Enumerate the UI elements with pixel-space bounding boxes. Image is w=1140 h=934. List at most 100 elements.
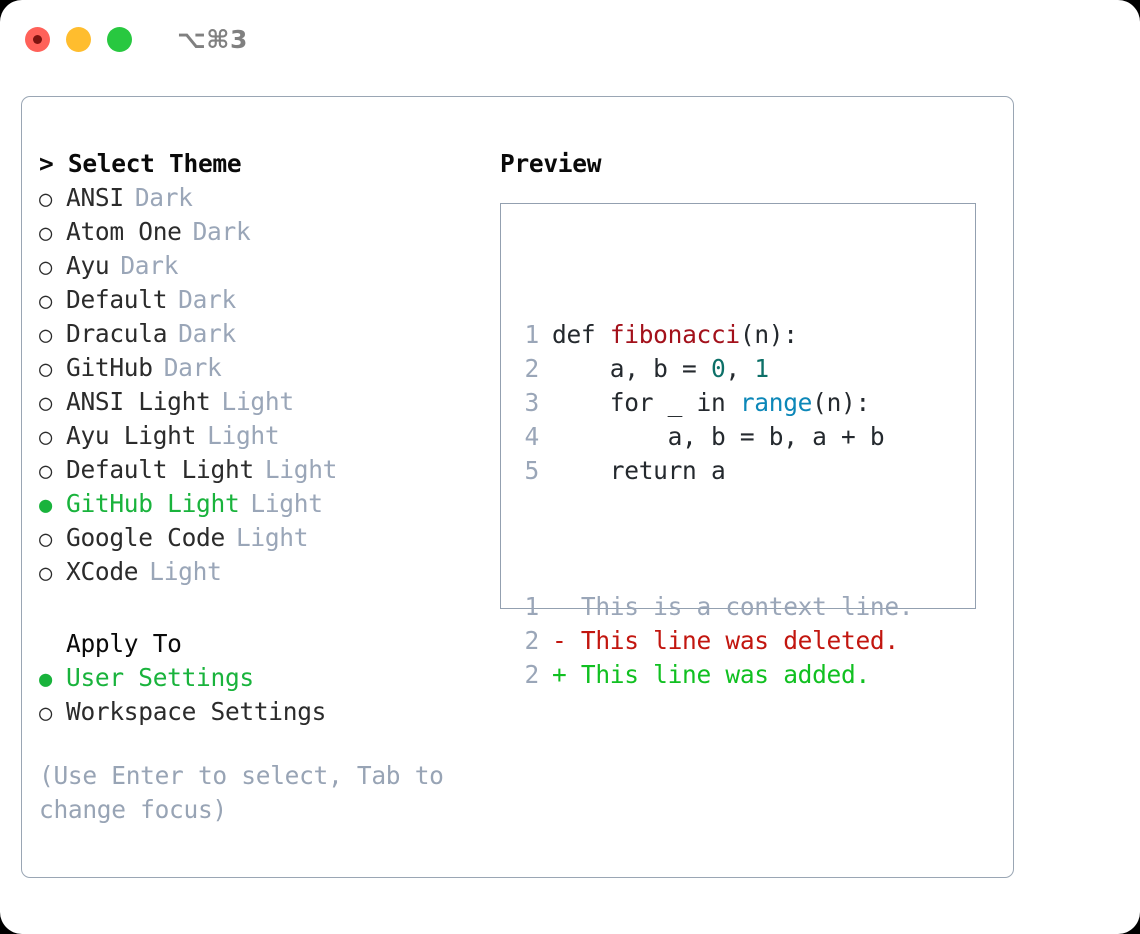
code-token: a, b = (552, 354, 711, 383)
diff-line-content: - This line was deleted. (552, 626, 899, 655)
theme-kind-label: Dark (134, 183, 193, 212)
code-token: def (552, 320, 610, 349)
radio-unselected-icon: ○ (39, 459, 52, 484)
diff-line-content: This is a context line. (552, 592, 914, 621)
apply-to-label: User Settings (66, 663, 254, 692)
code-line: 5 return a (515, 454, 913, 488)
line-number: 5 (524, 456, 540, 485)
theme-kind-label: Light (207, 421, 280, 450)
radio-unselected-icon: ○ (39, 527, 52, 552)
code-token: return a (552, 456, 726, 485)
close-window-icon[interactable] (25, 26, 50, 52)
diff-line: 2 + This line was added. (515, 658, 913, 692)
theme-name-label: ANSI Light (66, 387, 211, 416)
code-token: , (725, 354, 755, 383)
code-token: range (739, 388, 813, 417)
code-token: fibonacci (609, 320, 740, 349)
theme-kind-label: Dark (178, 319, 236, 348)
theme-kind-label: Dark (163, 353, 222, 382)
radio-unselected-icon: ○ (39, 221, 52, 246)
diff-line-content: + This line was added. (552, 660, 870, 689)
theme-name-label: Dracula (66, 319, 168, 348)
code-line: 2 a, b = 0, 1 (515, 352, 913, 386)
theme-name-label: XCode (66, 557, 139, 586)
line-number: 1 (524, 592, 540, 621)
apply-to-list[interactable]: ● User Settings ○Workspace Settings (39, 661, 489, 729)
theme-name-label: Google Code (66, 523, 225, 552)
line-number: 3 (524, 388, 540, 417)
code-line-content: a, b = 0, 1 (552, 352, 769, 386)
diff-line: 2 - This line was deleted. (515, 624, 913, 658)
theme-name-label: GitHub Light (66, 489, 240, 518)
code-line-content: return a (552, 454, 726, 488)
line-number: 2 (524, 626, 540, 655)
theme-kind-label: Light (264, 455, 338, 484)
code-token: 0 (710, 354, 726, 383)
theme-list-item[interactable]: ○ Atom One Dark (39, 215, 489, 249)
theme-name-label: Default (66, 285, 168, 314)
radio-unselected-icon: ○ (39, 391, 52, 416)
theme-list-item[interactable]: ○ ANSI Dark (39, 181, 489, 215)
radio-unselected-icon: ○ (39, 289, 52, 314)
window-controls (25, 26, 132, 52)
radio-unselected-icon: ○ (39, 425, 52, 450)
line-number: 1 (524, 320, 540, 349)
maximize-window-icon[interactable] (107, 26, 132, 52)
code-line-content: a, b = b, a + b (552, 420, 885, 454)
theme-kind-label: Light (235, 523, 309, 552)
code-line-content: for _ in range(n): (552, 386, 870, 420)
select-theme-header: > Select Theme (39, 149, 242, 178)
theme-list-item[interactable]: ○ Ayu Light Light (39, 419, 489, 453)
theme-name-label: Ayu (66, 251, 110, 280)
radio-unselected-icon: ○ (39, 357, 52, 382)
theme-list-item[interactable]: ○ GitHub Dark (39, 351, 489, 385)
radio-selected-icon: ● (39, 667, 52, 692)
keyboard-shortcut-label: ⌥⌘3 (177, 24, 248, 54)
theme-kind-label: Light (149, 557, 222, 586)
radio-unselected-icon: ○ (39, 187, 52, 212)
theme-kind-label: Dark (192, 217, 251, 246)
theme-list-item[interactable]: ○ Default Dark (39, 283, 489, 317)
theme-name-label: ANSI (66, 183, 124, 212)
theme-kind-label: Dark (178, 285, 236, 314)
apply-to-item[interactable]: ● User Settings (39, 661, 489, 695)
apply-to-header: Apply To (66, 629, 182, 658)
code-token: a, b = b, a + b (552, 422, 885, 451)
radio-unselected-icon: ○ (39, 561, 52, 586)
minimize-window-icon[interactable] (66, 26, 91, 52)
radio-selected-icon: ● (39, 493, 52, 518)
theme-list-item[interactable]: ○ XCode Light (39, 555, 489, 589)
line-number: 4 (524, 422, 540, 451)
code-line-content: def fibonacci(n): (552, 318, 798, 352)
diff-lines: 1 This is a context line. 2 - This line wa… (515, 590, 914, 692)
code-line: 1 def fibonacci(n): (515, 318, 913, 352)
theme-list-item[interactable]: ○ Default Light Light (39, 453, 489, 487)
line-number: 2 (524, 660, 540, 689)
theme-name-label: Ayu Light (66, 421, 197, 450)
code-token: (n): (812, 388, 870, 417)
code-line: 3 for _ in range(n): (515, 386, 913, 420)
section-spacer (39, 589, 489, 627)
code-line: 4 a, b = b, a + b (515, 420, 913, 454)
theme-name-label: Default Light (66, 455, 254, 484)
theme-list-item[interactable]: ○ Dracula Dark (39, 317, 489, 351)
theme-name-label: GitHub (66, 353, 153, 382)
theme-name-label: Atom One (66, 217, 182, 246)
radio-unselected-icon: ○ (39, 323, 52, 348)
line-number: 2 (524, 354, 540, 383)
apply-to-item[interactable]: ○Workspace Settings (39, 695, 489, 729)
code-token: (n): (739, 320, 798, 349)
theme-list-item[interactable]: ○ Google Code Light (39, 521, 489, 555)
apply-to-label: Workspace Settings (66, 697, 327, 726)
